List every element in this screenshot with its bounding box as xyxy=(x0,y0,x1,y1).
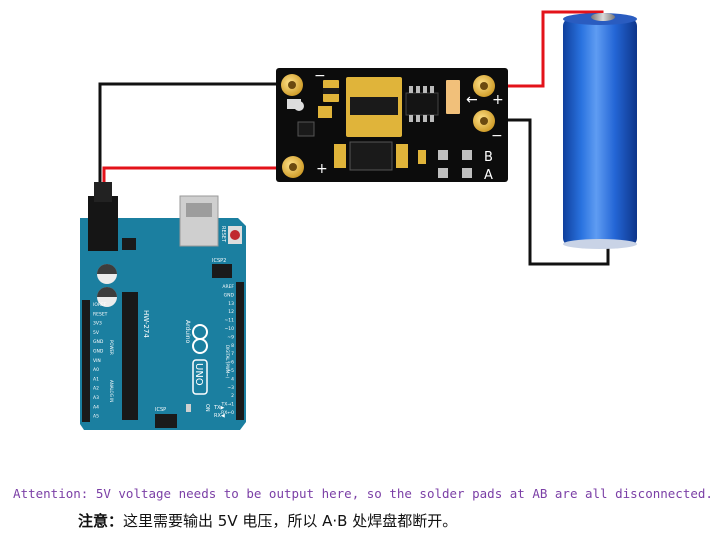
wiring-diagram: − + + − ← B A xyxy=(80,10,637,430)
pad-top-left-sign: − xyxy=(314,68,326,84)
left-header-pin-label: VIN xyxy=(93,358,101,364)
attention-note-chinese: 注意：这里需要输出 5V 电压，所以 A·B 处焊盘都断开。 xyxy=(78,510,457,531)
pad-bottom-right-sign: − xyxy=(491,128,503,144)
smd-cap-bottom-right xyxy=(396,144,408,168)
icsp2-label: ICSP2 xyxy=(212,258,226,264)
brand-label: Arduino xyxy=(184,320,191,344)
right-header-pin-label: ~6 xyxy=(227,360,234,366)
uno-badge xyxy=(192,359,208,395)
smd-cap-left-mid xyxy=(318,106,332,118)
pad-b-label: B xyxy=(484,150,493,165)
solder-pad-a-1 xyxy=(438,168,448,178)
analog-group-label: ANALOG IN xyxy=(109,380,114,402)
charge-module: − + + − ← B A xyxy=(276,68,508,183)
left-header xyxy=(82,300,90,422)
left-header-pin-label: RESET xyxy=(93,311,108,317)
right-header-pin-label: TX→1 xyxy=(221,402,235,408)
left-header-pin-label: GND xyxy=(93,349,104,355)
left-header-pin-label: A5 xyxy=(93,414,99,420)
red-wire-module-to-jack xyxy=(102,166,292,190)
smd-resistor-left xyxy=(287,99,301,109)
smd-chip-left xyxy=(297,121,315,137)
left-header-pin-label: 3V3 xyxy=(93,321,102,327)
solder-pad-b-2 xyxy=(462,150,472,160)
attention-note-english: Attention: 5V voltage needs to be output… xyxy=(13,486,713,501)
right-header xyxy=(236,282,244,420)
right-header-pin-label: ~11 xyxy=(225,318,235,324)
left-header-pin-label: 5V xyxy=(93,330,100,336)
black-wire-battery-negative xyxy=(484,118,610,266)
right-header-pin-label: 2 xyxy=(231,393,234,399)
arduino-infinity-logo-icon xyxy=(192,324,208,354)
pad-top-right-sign: + xyxy=(492,92,504,108)
power-group-label: POWER xyxy=(109,340,114,355)
icsp2-header xyxy=(212,264,232,278)
left-header-pin-label: A1 xyxy=(93,376,99,382)
diode xyxy=(349,141,393,171)
right-header-pin-label: 4 xyxy=(231,376,234,382)
smd-cap-bottom-left xyxy=(334,144,346,168)
left-header-pin-label: A2 xyxy=(93,386,99,392)
arduino-uno-board: RESET HW-274 Arduino UNO ICSP ICSP2 ON T… xyxy=(80,182,246,430)
pad-a-label: A xyxy=(484,168,493,183)
attention-note-chinese-label: 注意： xyxy=(78,512,124,530)
pad-bottom-left-sign: + xyxy=(316,161,328,177)
black-wire-module-to-jack xyxy=(98,82,292,183)
right-header-pin-label: ~3 xyxy=(227,385,234,391)
solder-pad-b-1 xyxy=(438,150,448,160)
right-header-pin-label: RX←0 xyxy=(221,410,234,416)
left-header-pin-label: GND xyxy=(93,339,104,345)
ic-sop xyxy=(405,92,439,116)
right-header-pin-label: ~5 xyxy=(227,368,234,374)
left-header-pin-label: A4 xyxy=(93,404,99,410)
icsp-label: ICSP xyxy=(155,407,166,413)
on-label: ON xyxy=(204,404,210,412)
right-header-pin-label: AREF xyxy=(222,284,234,290)
right-header-pin-label: 7 xyxy=(231,351,234,357)
right-header-pin-label: 8 xyxy=(231,343,234,349)
left-header-pin-label: IOREF xyxy=(93,302,107,308)
left-header-pin-label: A3 xyxy=(93,395,99,401)
attention-note-chinese-text: 这里需要输出 5V 电压，所以 A·B 处焊盘都断开。 xyxy=(123,512,458,530)
reset-label: RESET xyxy=(220,226,226,243)
smd-cap-right-top xyxy=(446,80,460,114)
battery-body xyxy=(563,18,637,246)
left-header-pin-label: A0 xyxy=(93,367,99,373)
dc-jack xyxy=(88,196,118,251)
right-header-pin-label: 12 xyxy=(228,309,234,315)
led-indicator xyxy=(294,101,304,111)
board-pcb xyxy=(80,218,246,430)
direction-arrow-icon: ← xyxy=(466,92,478,108)
solder-pad-a-2 xyxy=(462,168,472,178)
icsp-header xyxy=(155,414,177,428)
right-header-pin-label: GND xyxy=(224,292,235,298)
rx-label: RX◀ xyxy=(214,413,225,419)
uno-label: UNO xyxy=(193,363,204,386)
tx-label: TX▶ xyxy=(213,405,224,411)
right-header-pin-label: ~10 xyxy=(225,326,235,332)
right-header-pin-label: ~9 xyxy=(227,334,234,340)
right-header-labels: AREF GND 13 12 ~11 ~10 ~9 8 7 ~6 ~5 4 ~3 2TX→1RX←0 xyxy=(221,284,235,416)
atmega-chip xyxy=(122,292,138,420)
battery-18650 xyxy=(563,13,637,249)
digital-group-label: DIGITAL (PWM~) xyxy=(225,345,230,379)
model-label: HW-274 xyxy=(142,310,150,338)
right-header-pin-label: 13 xyxy=(228,301,234,307)
